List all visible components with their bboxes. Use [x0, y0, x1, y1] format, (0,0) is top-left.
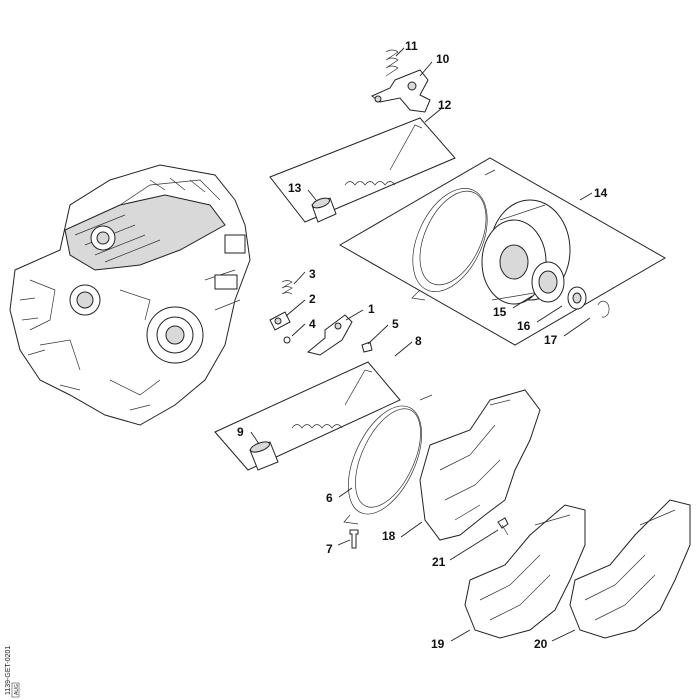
- drawing-code-text: 1139-GET-0201: [5, 646, 12, 695]
- callout-11: 11: [405, 39, 418, 53]
- engine-block: [9, 164, 251, 426]
- cover-20: [569, 499, 691, 639]
- box-14: [338, 157, 667, 346]
- callouts: 1 2 3 4 5 6 7 8 9 10 11 12 13 14 15 16 1…: [237, 39, 608, 651]
- callout-16: 16: [517, 319, 531, 333]
- callout-4: 4: [309, 317, 316, 331]
- box-12: [269, 117, 456, 223]
- cover-19: [464, 504, 586, 639]
- screw-21: [497, 517, 509, 536]
- part-10-11-assembly: [371, 49, 431, 113]
- drawing-code: 1139-GET-0201 AUG: [5, 646, 20, 698]
- callout-15: 15: [493, 305, 507, 319]
- callout-8: 8: [415, 334, 422, 348]
- callout-3: 3: [309, 267, 316, 281]
- screw-7: [349, 529, 359, 549]
- callout-18: 18: [382, 529, 396, 543]
- callout-19: 19: [431, 637, 445, 651]
- callout-20: 20: [534, 637, 548, 651]
- leader-lines: [250, 47, 593, 642]
- callout-5: 5: [392, 317, 399, 331]
- callout-21: 21: [432, 555, 446, 569]
- callout-2: 2: [309, 292, 316, 306]
- callout-14: 14: [594, 186, 608, 200]
- callout-9: 9: [237, 425, 244, 439]
- small-parts-1-5: [269, 280, 373, 356]
- callout-13: 13: [288, 181, 302, 195]
- callout-1: 1: [368, 302, 375, 316]
- callout-12: 12: [438, 98, 452, 112]
- cover-18: [419, 389, 541, 541]
- callout-17: 17: [544, 333, 558, 347]
- box-8: [214, 361, 401, 471]
- callout-10: 10: [436, 52, 450, 66]
- callout-6: 6: [326, 491, 333, 505]
- brake-band-6: [343, 394, 433, 525]
- callout-7: 7: [326, 542, 333, 556]
- drawing-code-extra: AUG: [14, 684, 20, 695]
